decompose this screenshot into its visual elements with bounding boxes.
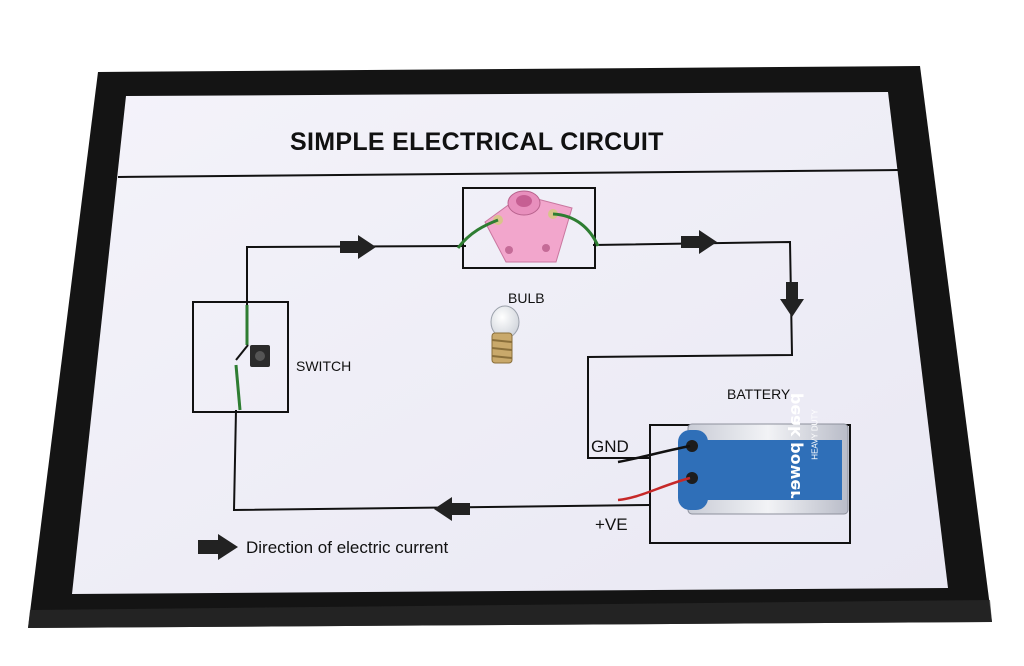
- bulb-holder: [456, 190, 600, 263]
- arrow-down-icon: [780, 282, 804, 317]
- switch-box: [192, 301, 289, 413]
- arrow-left-icon: [434, 497, 470, 521]
- battery-subtext: HEAVY DUTY: [810, 409, 820, 460]
- switch-label: SWITCH: [296, 358, 352, 374]
- page-title: SIMPLE ELECTRICAL CIRCUIT: [290, 128, 664, 156]
- arrow-right-icon: [340, 235, 376, 259]
- gnd-label: GND: [591, 437, 629, 456]
- title-divider: [117, 169, 899, 178]
- bulb-label: BULB: [508, 290, 545, 306]
- current-arrows: [198, 230, 804, 560]
- push-button-icon: [234, 305, 270, 411]
- circuit-wires: [232, 240, 794, 512]
- arrow-right-icon: [198, 534, 238, 560]
- battery-9v-icon: [617, 423, 849, 515]
- bulb-holder-box: [462, 187, 596, 269]
- legend-text: Direction of electric current: [246, 538, 449, 557]
- battery-label: BATTERY: [727, 386, 791, 402]
- battery-brand: peak power: [785, 392, 805, 499]
- light-bulb-icon: [490, 305, 520, 364]
- arrow-right-icon: [681, 230, 717, 254]
- positive-label: +VE: [595, 515, 628, 534]
